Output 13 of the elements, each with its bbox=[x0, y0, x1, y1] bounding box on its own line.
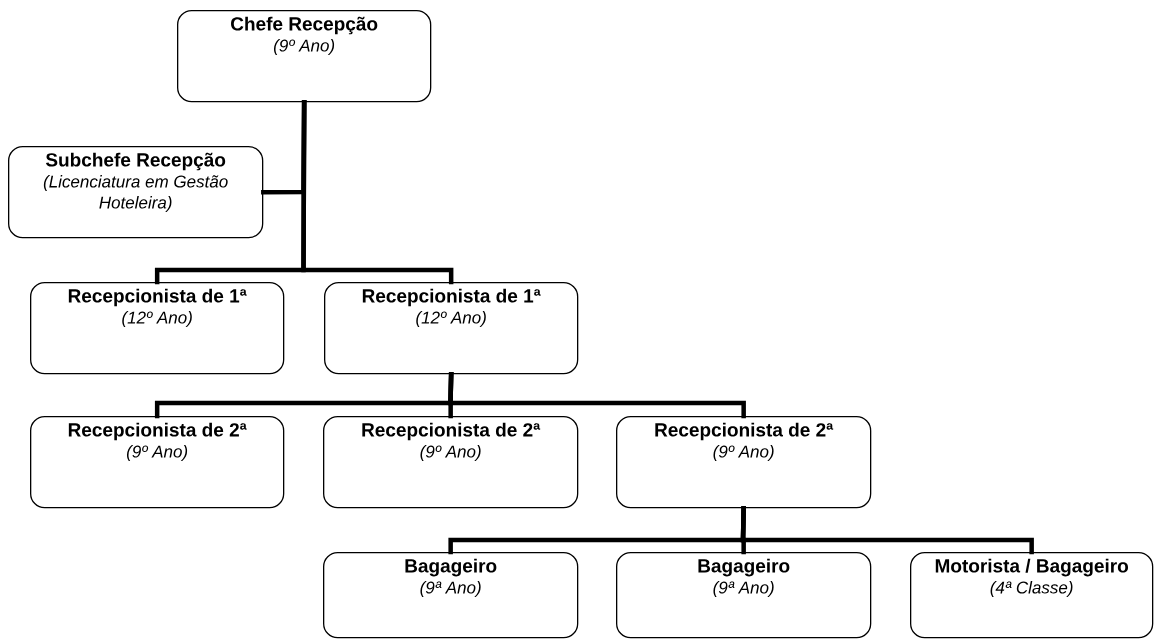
org-box: Recepcionista de 2ª (9º Ano) bbox=[323, 416, 579, 509]
org-box: Bagageiro (9ª Ano) bbox=[616, 552, 872, 639]
org-box: Bagageiro (9ª Ano) bbox=[323, 552, 579, 639]
connector-line bbox=[740, 506, 1034, 555]
org-box: Recepcionista de 1ª (12º Ano) bbox=[30, 282, 285, 375]
org-box: Recepcionista de 2ª (9º Ano) bbox=[616, 416, 872, 509]
org-box: Recepcionista de 2ª (9º Ano) bbox=[30, 416, 285, 509]
connector-line bbox=[301, 100, 454, 285]
org-box: Chefe Recepção (9º Ano) bbox=[177, 10, 432, 103]
org-box: Subchefe Recepção (Licenciatura em Gestão Hoteleira) bbox=[8, 146, 264, 239]
connector-line bbox=[448, 372, 746, 419]
org-box: Recepcionista de 1ª (12º Ano) bbox=[324, 282, 579, 375]
org-box: Motorista / Bagageiro (4ª Classe) bbox=[910, 552, 1154, 639]
